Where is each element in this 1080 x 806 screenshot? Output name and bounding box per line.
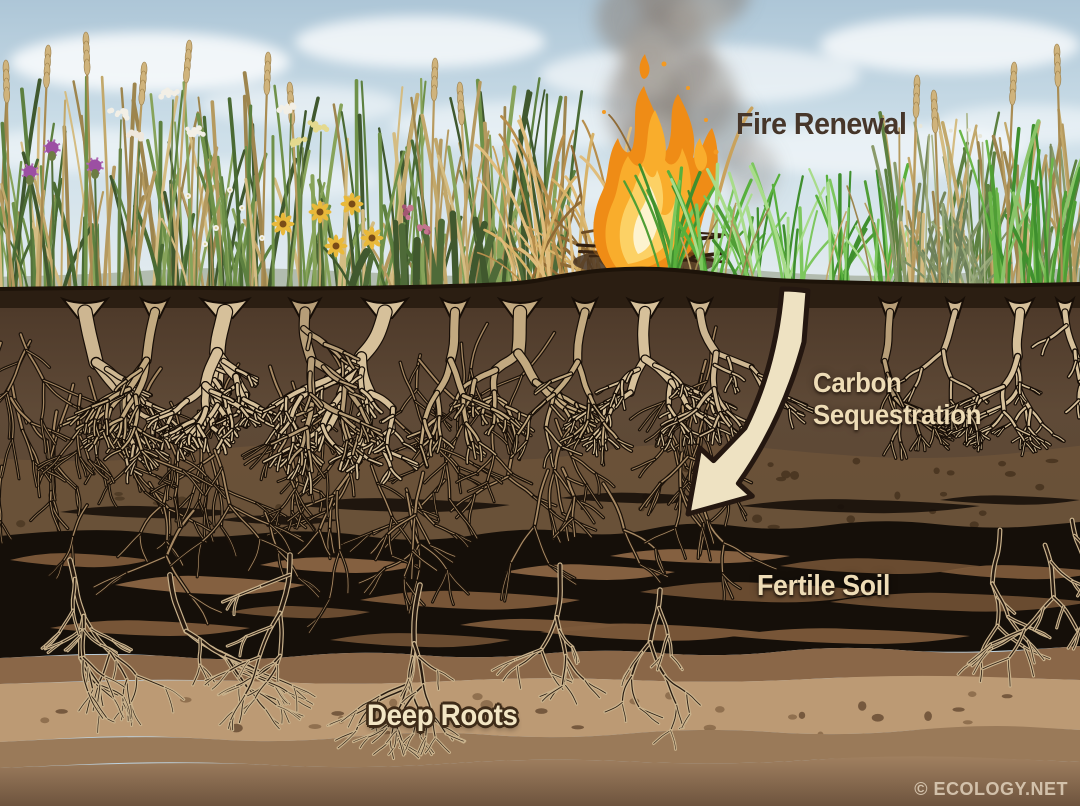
carbon-arrow (685, 286, 811, 517)
soil-surface (0, 266, 1080, 318)
fertile-soil-label: Fertile Soil (757, 570, 891, 602)
deep-roots-label: Deep Roots (367, 699, 518, 732)
fertile-soil-layer (0, 492, 1080, 660)
fresh-green-grass (623, 43, 1080, 300)
dense-root-network (0, 295, 1080, 635)
watermark: © ECOLOGY.NET (914, 779, 1068, 799)
carbon-sequestration-label: Carbon Sequestration (813, 367, 982, 431)
fire-renewal-label: Fire Renewal (736, 106, 907, 141)
deep-roots (40, 517, 1080, 761)
subsoil-bands (0, 646, 1080, 806)
